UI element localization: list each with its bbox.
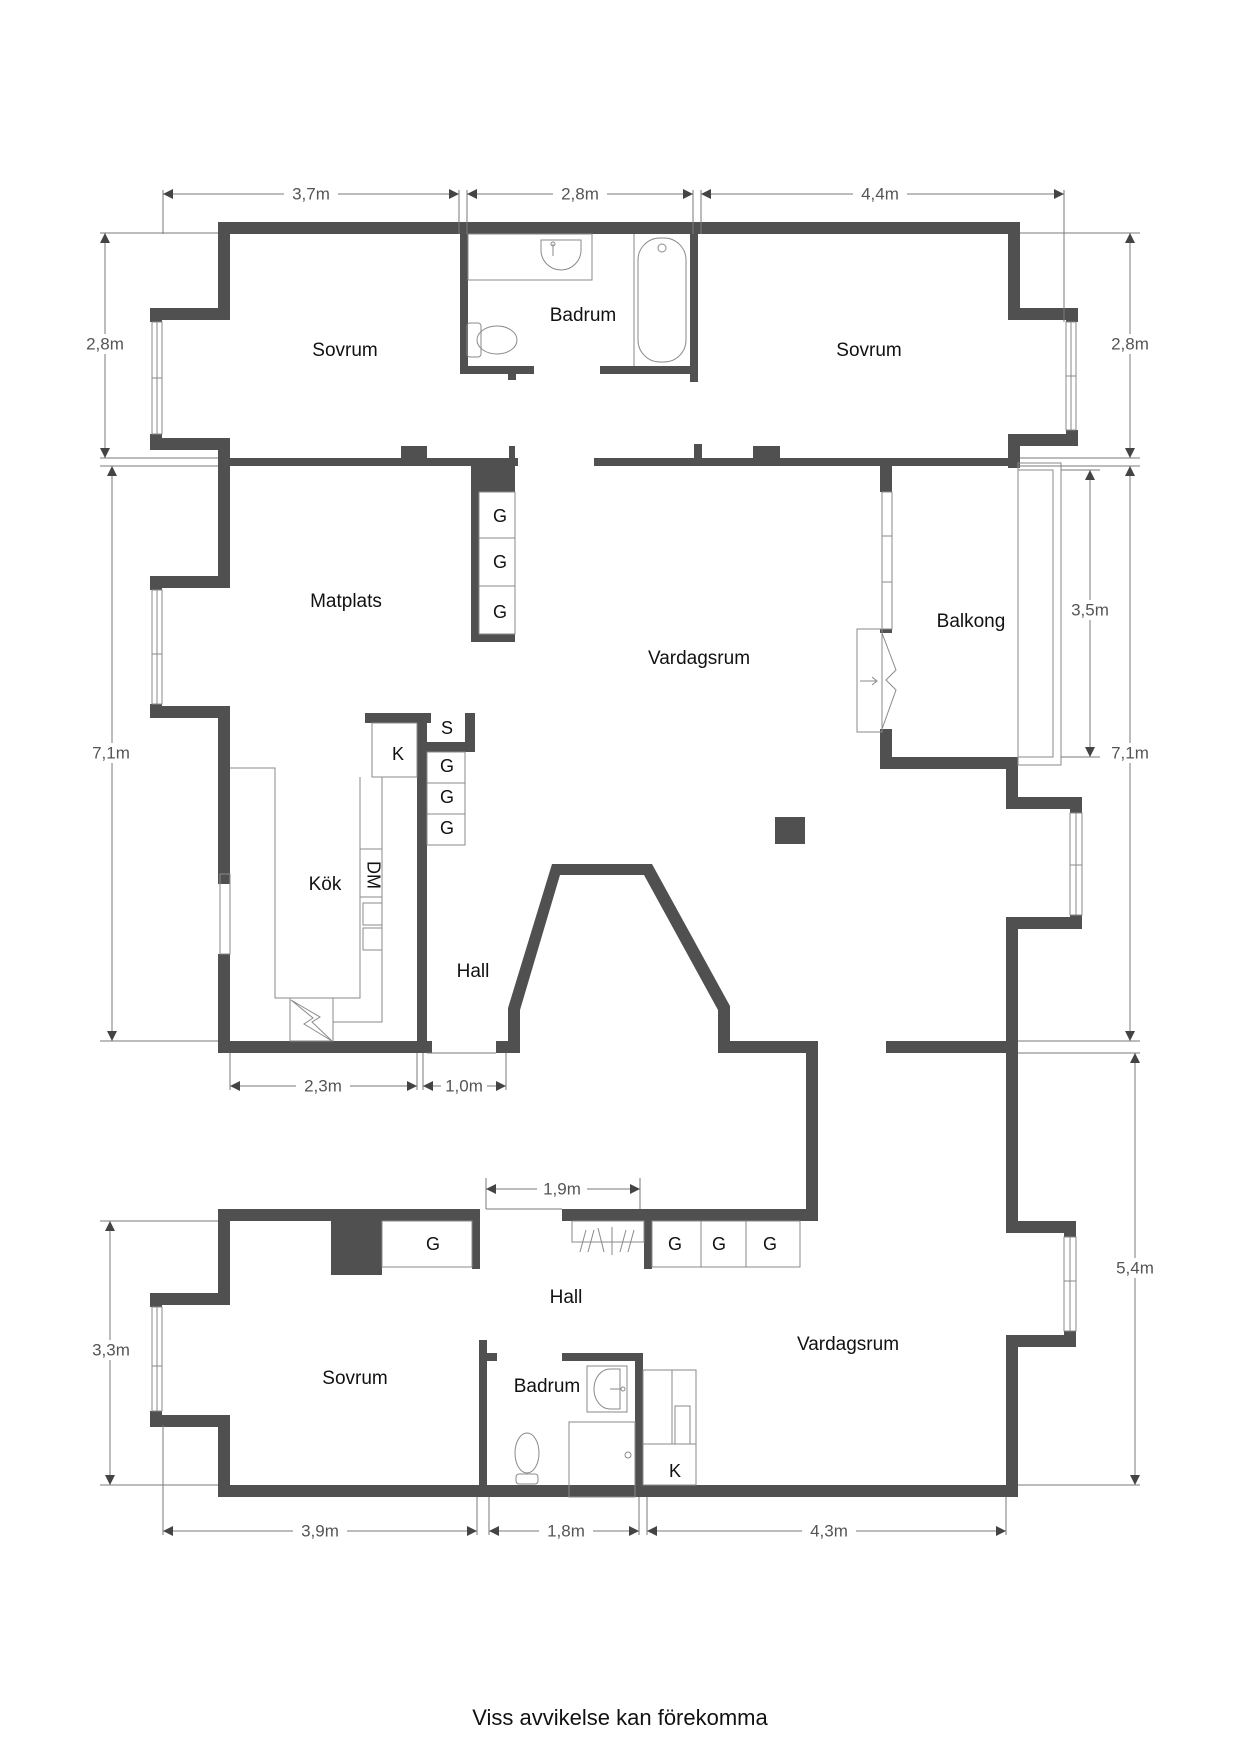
room-hall-middle: Hall bbox=[457, 961, 490, 982]
dim-right-top: 2,8m bbox=[1111, 334, 1149, 353]
electric-panel-icon bbox=[290, 999, 333, 1042]
closet-label: G bbox=[712, 1234, 726, 1254]
walls-top-section bbox=[150, 222, 1078, 468]
fridge-label: K bbox=[392, 744, 404, 764]
windows-bottom bbox=[151, 1236, 1077, 1412]
room-balkong: Balkong bbox=[937, 611, 1006, 632]
closet-label: G bbox=[493, 602, 507, 622]
dimension-lines bbox=[100, 189, 1140, 1536]
fridge-label: K bbox=[669, 1461, 681, 1481]
closet-label: G bbox=[763, 1234, 777, 1254]
dim-bottom-3: 4,3m bbox=[810, 1521, 848, 1540]
sink-icon bbox=[540, 239, 582, 271]
closet-label: G bbox=[440, 787, 454, 807]
dim-hall-width: 1,0m bbox=[445, 1076, 483, 1095]
bottom-fixtures bbox=[381, 1220, 801, 1498]
room-badrum-bottom: Badrum bbox=[514, 1376, 581, 1397]
closet-label: G bbox=[426, 1234, 440, 1254]
dim-right-balcony: 3,5m bbox=[1071, 600, 1109, 619]
dim-left-middle: 7,1m bbox=[92, 743, 130, 762]
bathroom-fixtures-top bbox=[466, 233, 687, 366]
dim-top-2: 2,8m bbox=[561, 184, 599, 203]
dim-left-bottom: 3,3m bbox=[92, 1340, 130, 1359]
room-sovrum-top-left: Sovrum bbox=[312, 340, 377, 361]
dimension-labels: 3,7m 2,8m 4,4m 2,8m 2,8m 7,1m 3,5m 7,1m … bbox=[80, 184, 1160, 1541]
dim-bottom-2: 1,8m bbox=[547, 1521, 585, 1540]
dim-kitchen-width: 2,3m bbox=[304, 1076, 342, 1095]
dim-left-top: 2,8m bbox=[86, 334, 124, 353]
dim-right-middle: 7,1m bbox=[1111, 743, 1149, 762]
windows-top bbox=[151, 321, 1077, 435]
toilet-icon bbox=[466, 322, 518, 358]
walls-middle-section bbox=[150, 458, 1082, 1053]
room-kok: Kök bbox=[309, 874, 342, 895]
dim-right-bottom: 5,4m bbox=[1116, 1258, 1154, 1277]
windows-middle bbox=[151, 462, 1083, 955]
storage-label: S bbox=[441, 718, 453, 738]
room-badrum-top: Badrum bbox=[550, 305, 617, 326]
dishwasher-label: DM bbox=[363, 861, 383, 889]
closet-label: G bbox=[440, 818, 454, 838]
closet-label: G bbox=[493, 552, 507, 572]
room-labels: Sovrum Badrum Sovrum Matplats Vardagsrum… bbox=[309, 305, 1006, 1397]
sink-icon bbox=[593, 1368, 621, 1410]
room-vardagsrum-bottom: Vardagsrum bbox=[797, 1334, 899, 1355]
room-matplats: Matplats bbox=[310, 591, 382, 612]
room-vardagsrum-middle: Vardagsrum bbox=[648, 648, 750, 669]
closet-label: G bbox=[440, 756, 454, 776]
fixture-labels: G G G S K G G G DM G G G G K bbox=[363, 506, 777, 1481]
toilet-icon bbox=[514, 1432, 540, 1474]
dim-hall-bottom: 1,9m bbox=[543, 1179, 581, 1198]
closet-label: G bbox=[668, 1234, 682, 1254]
dim-top-1: 3,7m bbox=[292, 184, 330, 203]
bathtub-icon bbox=[633, 234, 687, 366]
dim-bottom-1: 3,9m bbox=[301, 1521, 339, 1540]
room-sovrum-top-right: Sovrum bbox=[836, 340, 901, 361]
dim-top-3: 4,4m bbox=[861, 184, 899, 203]
room-hall-bottom: Hall bbox=[550, 1287, 583, 1308]
room-sovrum-bottom: Sovrum bbox=[322, 1368, 387, 1389]
closet-label: G bbox=[493, 506, 507, 526]
disclaimer-text: Viss avvikelse kan förekomma bbox=[472, 1705, 768, 1730]
storage-and-kitchen bbox=[230, 491, 516, 1042]
walls-bottom-section bbox=[150, 1053, 1076, 1497]
